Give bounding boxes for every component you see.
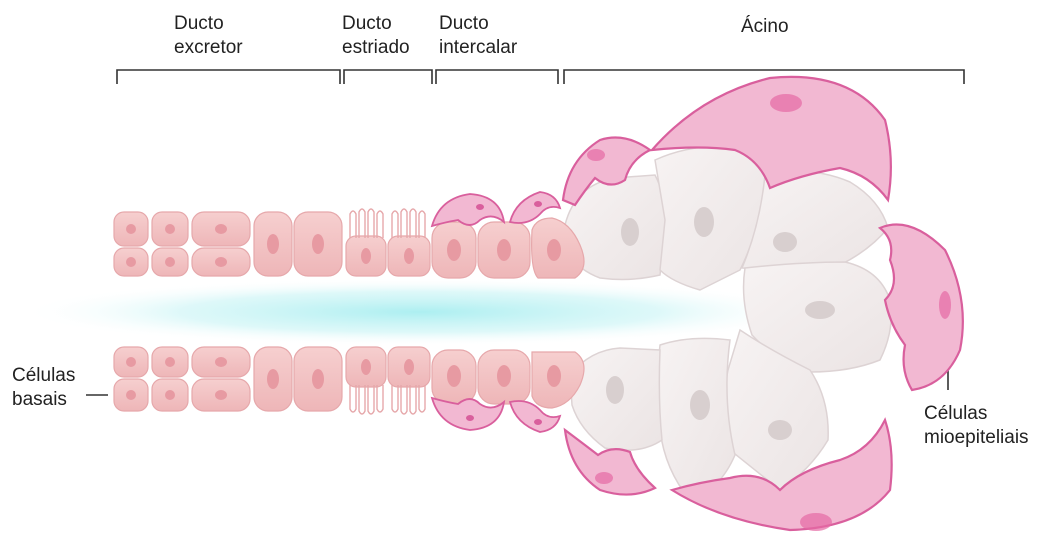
acinar-nucleus: [690, 390, 710, 420]
label-acino: Ácino: [741, 15, 789, 39]
label-line: intercalar: [439, 36, 517, 60]
acinar-nucleus: [805, 301, 835, 319]
label-line: Células: [12, 364, 75, 388]
label-line: Ducto: [342, 12, 410, 36]
label-line: excretor: [174, 36, 243, 60]
label-celulas-basais: Células basais: [12, 364, 75, 412]
myoepithelial-nucleus: [939, 291, 951, 319]
label-line: estriado: [342, 36, 410, 60]
label-line: Células: [924, 402, 1029, 426]
label-celulas-mioepiteliais: Células mioepiteliais: [924, 402, 1029, 450]
striations-bottom: [350, 385, 425, 414]
acinar-cell: [742, 171, 888, 270]
myoepithelial-cell: [432, 194, 504, 226]
acinar-nucleus: [773, 232, 797, 252]
myoepithelial-nucleus: [595, 472, 613, 484]
label-ducto-excretor: Ducto excretor: [174, 12, 243, 60]
label-ducto-estriado: Ducto estriado: [342, 12, 410, 60]
myoepithelial-nucleus: [800, 513, 832, 531]
acinus: [560, 77, 963, 531]
label-line: Ducto: [174, 12, 243, 36]
myoepithelial-nucleus: [770, 94, 802, 112]
label-line: mioepiteliais: [924, 426, 1029, 450]
bracket-ducto-intercalar: [436, 70, 558, 84]
acinar-nucleus: [768, 420, 792, 440]
acinar-nucleus: [694, 207, 714, 237]
label-ducto-intercalar: Ducto intercalar: [439, 12, 517, 60]
striations-top: [350, 209, 425, 238]
label-line: basais: [12, 388, 75, 412]
bracket-ducto-excretor: [117, 70, 340, 84]
myoepithelial-nucleus: [587, 149, 605, 161]
bracket-ducto-estriado: [344, 70, 432, 84]
label-line: Ducto: [439, 12, 517, 36]
